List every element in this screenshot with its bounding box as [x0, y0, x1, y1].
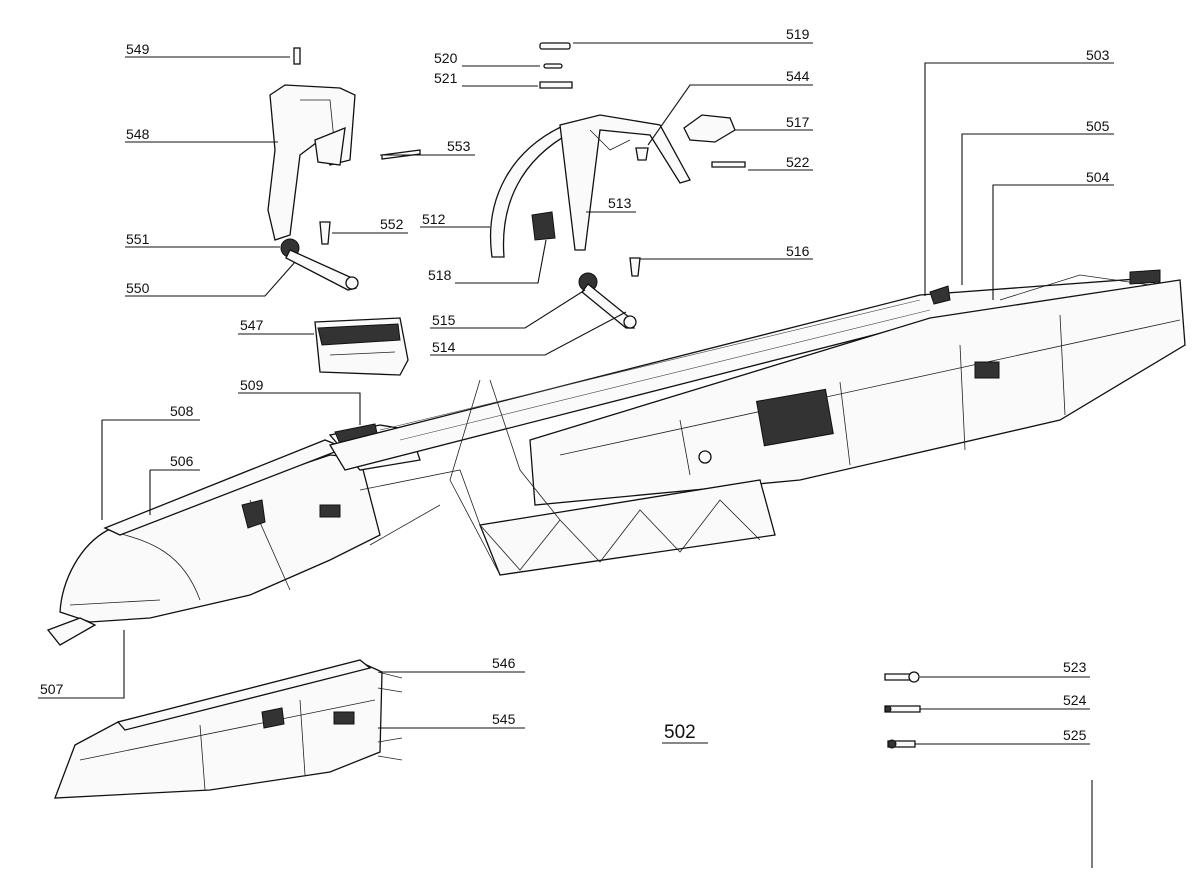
part-547-panel	[314, 317, 409, 376]
label-522: 522	[786, 154, 810, 170]
nose-lower-piece	[46, 617, 97, 646]
label-505: 505	[1086, 118, 1110, 134]
callout-labels: 549 548 553 551 552 550 547 509 508 506 …	[40, 26, 1110, 743]
part-548-frame	[267, 84, 356, 241]
label-551: 551	[126, 231, 150, 247]
label-552: 552	[380, 216, 404, 232]
label-548: 548	[126, 126, 150, 142]
nose-subassembly	[54, 659, 403, 799]
label-514: 514	[432, 339, 456, 355]
truss-frame	[359, 379, 776, 576]
callout-leaders	[38, 42, 1114, 745]
label-520: 520	[434, 50, 458, 66]
part-549-pin	[293, 47, 301, 65]
label-513: 513	[608, 195, 632, 211]
label-515: 515	[432, 312, 456, 328]
label-546: 546	[492, 655, 516, 671]
label-549: 549	[126, 41, 150, 57]
label-547: 547	[240, 317, 264, 333]
label-521: 521	[434, 70, 458, 86]
left-seat-assembly	[267, 47, 421, 291]
label-517: 517	[786, 114, 810, 130]
label-507: 507	[40, 681, 64, 697]
label-524: 524	[1063, 692, 1087, 708]
label-516: 516	[786, 243, 810, 259]
small-hardware	[884, 671, 921, 749]
label-508: 508	[170, 403, 194, 419]
label-503: 503	[1086, 47, 1110, 63]
label-518: 518	[428, 267, 452, 283]
label-509: 509	[240, 377, 264, 393]
label-519: 519	[786, 26, 810, 42]
fuselage-assembly	[59, 269, 1186, 623]
label-523: 523	[1063, 659, 1087, 675]
label-512: 512	[422, 211, 446, 227]
label-545: 545	[492, 711, 516, 727]
label-506: 506	[170, 453, 194, 469]
label-525: 525	[1063, 727, 1087, 743]
label-550: 550	[126, 280, 150, 296]
label-553: 553	[447, 138, 471, 154]
label-504: 504	[1086, 169, 1110, 185]
right-seat-assembly	[489, 42, 746, 329]
label-544: 544	[786, 68, 810, 84]
figure-number: 502	[664, 722, 696, 743]
